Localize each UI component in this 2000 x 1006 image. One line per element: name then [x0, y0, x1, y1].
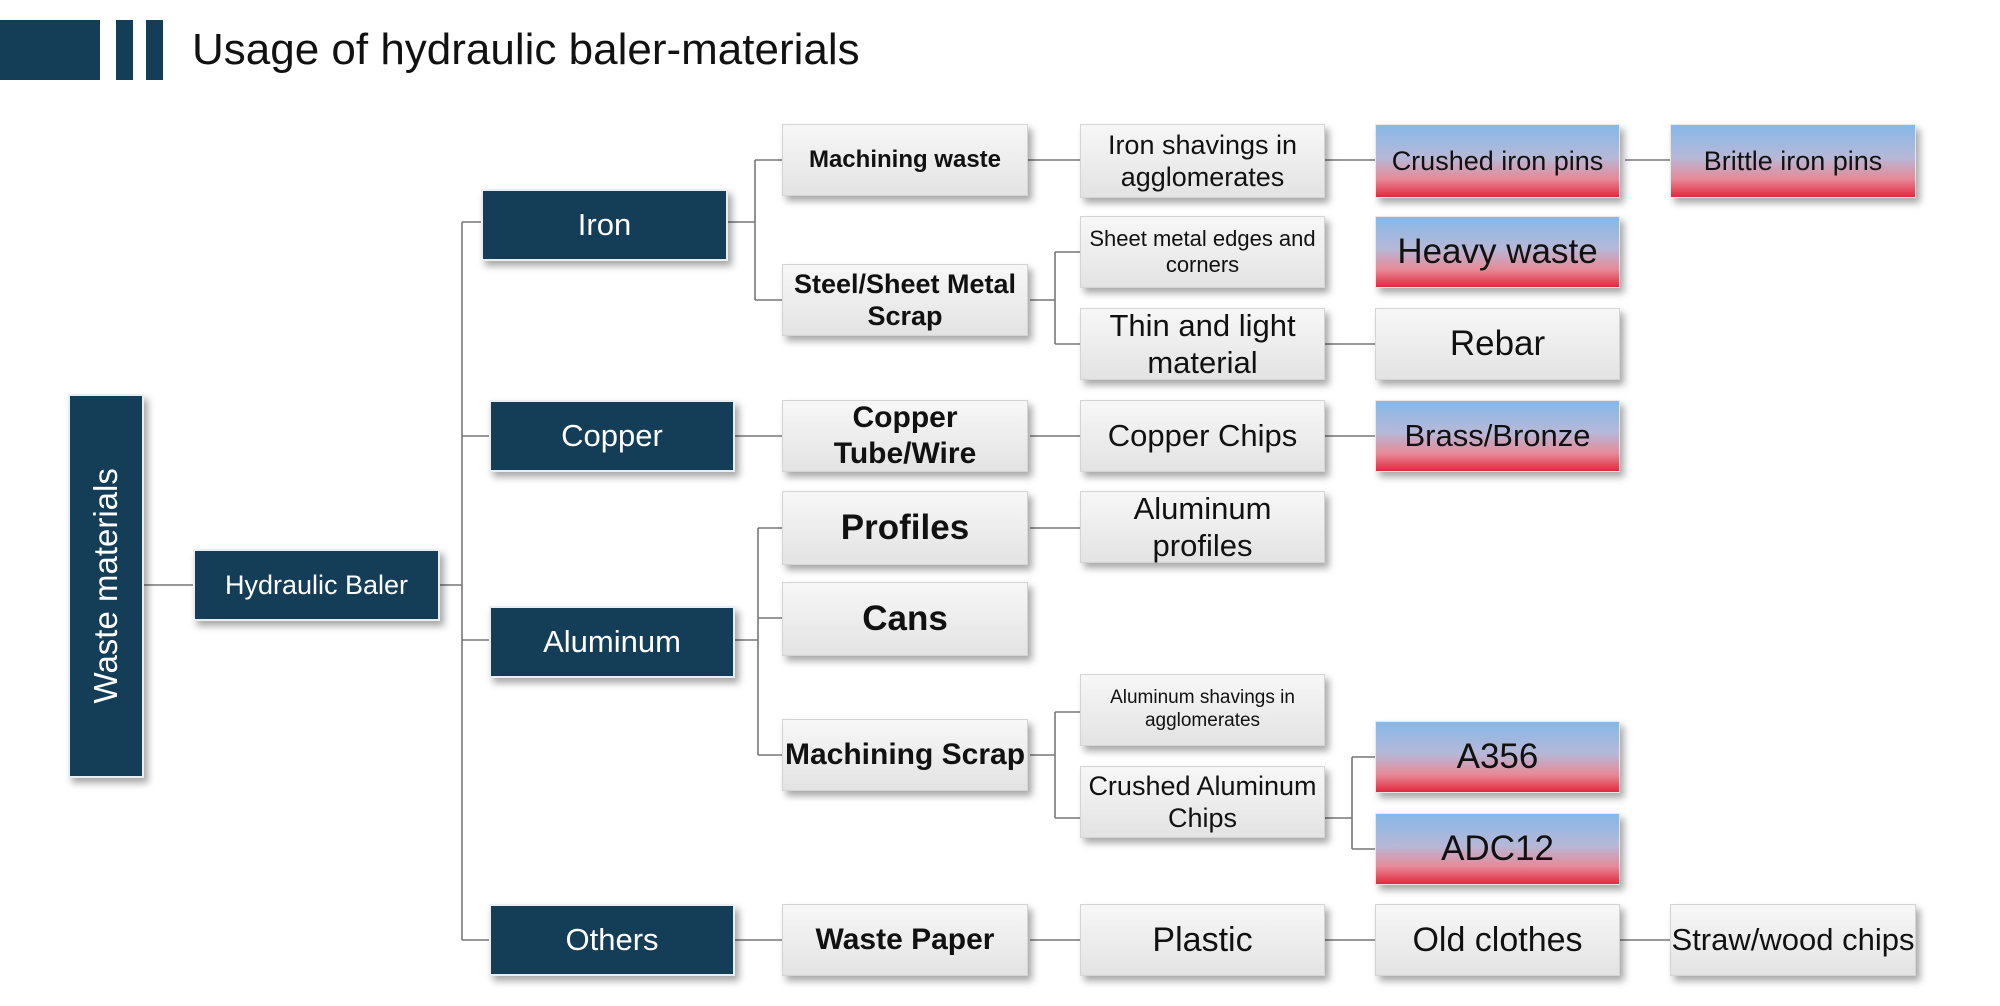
node-steel-sheet-scrap: Steel/Sheet Metal Scrap	[782, 264, 1028, 336]
node-label: Waste materials	[87, 468, 125, 704]
node-crushed-aluminum-chips: Crushed Aluminum Chips	[1080, 766, 1325, 838]
node-label: Aluminum profiles	[1133, 490, 1272, 563]
node-aluminum-shavings: Aluminum shavings in agglomerates	[1080, 674, 1325, 746]
connector	[1030, 251, 1080, 345]
node-aluminum: Aluminum	[489, 606, 735, 678]
node-others: Others	[489, 904, 735, 976]
node-copper-chips: Copper Chips	[1080, 400, 1325, 472]
node-label: Profiles	[840, 508, 970, 547]
node-label: Crushed Aluminum Chips	[1088, 770, 1317, 833]
header-bar-narrow	[116, 20, 133, 80]
node-iron-shavings: Iron shavings in agglomerates	[1080, 124, 1325, 198]
node-rebar: Rebar	[1375, 308, 1620, 380]
node-label: ADC12	[1441, 829, 1554, 868]
node-label: Crushed iron pins	[1391, 145, 1604, 176]
node-label: Machining waste	[808, 145, 1002, 173]
node-label: Hydraulic Baler	[224, 569, 409, 600]
node-waste-paper: Waste Paper	[782, 904, 1028, 976]
node-label: Brittle iron pins	[1703, 145, 1883, 176]
node-heavy-waste: Heavy waste	[1375, 216, 1620, 288]
node-label: Heavy waste	[1397, 232, 1598, 271]
node-crushed-iron-pins: Crushed iron pins	[1375, 124, 1620, 198]
page-title: Usage of hydraulic baler-materials	[192, 25, 860, 74]
node-label: Others	[565, 922, 659, 958]
node-copper-tube-wire: Copper Tube/Wire	[782, 400, 1028, 472]
node-thin-light-material: Thin and light material	[1080, 308, 1325, 380]
node-label: Copper Tube/Wire	[833, 401, 977, 470]
node-copper: Copper	[489, 400, 735, 472]
node-profiles: Profiles	[782, 491, 1028, 565]
node-label: Iron	[577, 207, 632, 243]
node-machining-scrap: Machining Scrap	[782, 719, 1028, 791]
node-label: Waste Paper	[815, 923, 995, 956]
node-waste-materials: Waste materials	[68, 394, 144, 778]
node-iron: Iron	[481, 189, 728, 261]
connector	[1030, 711, 1080, 819]
node-label: A356	[1456, 737, 1539, 776]
node-brass-bronze: Brass/Bronze	[1375, 400, 1620, 472]
connector	[726, 159, 782, 301]
node-straw-wood-chips: Straw/wood chips	[1670, 904, 1916, 976]
node-label: Sheet metal edges and corners	[1089, 225, 1316, 277]
node-label: Brass/Bronze	[1404, 418, 1591, 454]
node-brittle-iron-pins: Brittle iron pins	[1670, 124, 1916, 198]
node-adc12: ADC12	[1375, 813, 1620, 885]
node-label: Rebar	[1449, 324, 1546, 363]
node-old-clothes: Old clothes	[1375, 904, 1620, 976]
node-aluminum-profiles: Aluminum profiles	[1080, 491, 1325, 563]
connector	[438, 221, 490, 941]
node-sheet-metal-edges: Sheet metal edges and corners	[1080, 216, 1325, 288]
node-label: Old clothes	[1412, 920, 1583, 959]
node-label: Copper Chips	[1107, 418, 1298, 454]
node-label: Machining Scrap	[784, 738, 1026, 771]
node-cans: Cans	[782, 582, 1028, 656]
node-label: Cans	[862, 599, 948, 638]
node-label: Aluminum shavings in agglomerates	[1110, 687, 1295, 731]
node-label: Copper	[561, 418, 663, 454]
header-bar-narrow	[146, 20, 163, 80]
node-label: Straw/wood chips	[1671, 922, 1915, 958]
node-label: Steel/Sheet Metal Scrap	[793, 268, 1017, 331]
node-a356: A356	[1375, 721, 1620, 793]
node-hydraulic-baler: Hydraulic Baler	[193, 549, 440, 621]
connector	[1325, 756, 1375, 850]
node-label: Thin and light material	[1109, 307, 1296, 380]
node-machining-waste: Machining waste	[782, 124, 1028, 196]
node-plastic: Plastic	[1080, 904, 1325, 976]
header-bar-wide	[0, 20, 100, 80]
node-label: Plastic	[1152, 920, 1253, 959]
node-label: Aluminum	[543, 624, 681, 660]
node-label: Iron shavings in agglomerates	[1107, 129, 1298, 192]
connector	[733, 527, 782, 756]
